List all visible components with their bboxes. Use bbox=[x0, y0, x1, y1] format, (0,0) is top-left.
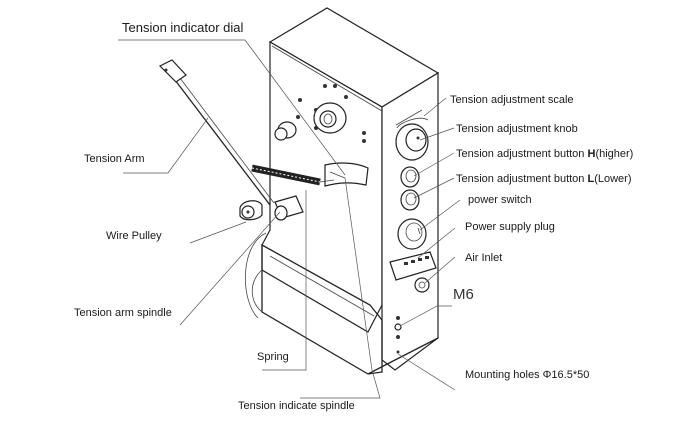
label-tension-indicator-dial: Tension indicator dial bbox=[122, 20, 244, 35]
label-tension-adjustment-knob: Tension adjustment knob bbox=[456, 123, 578, 135]
leader-tension-adjustment-scale bbox=[423, 97, 447, 117]
button-l bbox=[400, 189, 420, 211]
leader-spring bbox=[262, 190, 307, 371]
air-inlet bbox=[414, 277, 430, 293]
label-power-switch: power switch bbox=[468, 194, 532, 206]
label-mounting-holes: Mounting holes Φ16.5*50 bbox=[465, 369, 590, 381]
label-tension-indicate-spindle: Tension indicate spindle bbox=[238, 400, 355, 412]
tension-arm-stud bbox=[274, 121, 297, 141]
label-tension-arm-spindle: Tension arm spindle bbox=[74, 307, 172, 319]
tension-adjustment-scale bbox=[395, 109, 429, 129]
label-button-l-prefix: Tension adjustment button bbox=[456, 173, 588, 185]
label-tension-arm: Tension Arm bbox=[84, 153, 145, 165]
tension-arm-spindle bbox=[274, 195, 304, 221]
label-wire-pulley: Wire Pulley bbox=[106, 230, 162, 242]
label-button-l-suffix: (Lower) bbox=[594, 173, 632, 185]
tension-adjustment-knob bbox=[395, 123, 429, 161]
label-spring: Spring bbox=[257, 351, 289, 363]
leader-air-inlet bbox=[424, 256, 456, 284]
leader-button-l bbox=[413, 177, 455, 199]
label-button-h-key: H bbox=[587, 148, 596, 160]
tension-indicator-dial bbox=[324, 162, 369, 187]
power-supply-plug bbox=[389, 251, 437, 281]
leader-tension-arm-spindle bbox=[179, 211, 281, 326]
leader-m6 bbox=[399, 305, 452, 327]
wire-pulley bbox=[239, 200, 263, 221]
label-button-l-key: L bbox=[587, 173, 595, 185]
leader-mounting-holes bbox=[397, 353, 456, 391]
label-air-inlet: Air Inlet bbox=[465, 252, 503, 264]
tension-arm bbox=[158, 59, 275, 206]
label-power-supply-plug: Power supply plug bbox=[465, 221, 555, 233]
spring bbox=[251, 164, 335, 186]
leader-tension-arm bbox=[123, 117, 209, 174]
button-h bbox=[400, 166, 420, 188]
leader-power-supply-plug bbox=[417, 227, 456, 259]
leader-wire-pulley bbox=[189, 221, 247, 244]
leader-tension-adjustment-knob bbox=[419, 127, 455, 141]
leader-button-h bbox=[413, 152, 455, 177]
label-m6: M6 bbox=[453, 286, 474, 303]
leader-power-switch bbox=[419, 199, 461, 231]
tension-indicator-hub bbox=[313, 102, 347, 134]
label-tension-adjustment-scale: Tension adjustment scale bbox=[450, 94, 574, 106]
label-button-h: Tension adjustment button H(higher) bbox=[456, 148, 633, 161]
power-switch bbox=[397, 218, 427, 250]
leader-tension-indicator-dial bbox=[118, 39, 346, 176]
label-button-l: Tension adjustment button L(Lower) bbox=[456, 173, 632, 186]
m6-holes bbox=[394, 316, 402, 339]
leader-tension-indicate-spindle bbox=[300, 177, 381, 399]
label-button-h-prefix: Tension adjustment button bbox=[456, 148, 588, 160]
label-button-h-suffix: (higher) bbox=[595, 148, 634, 160]
